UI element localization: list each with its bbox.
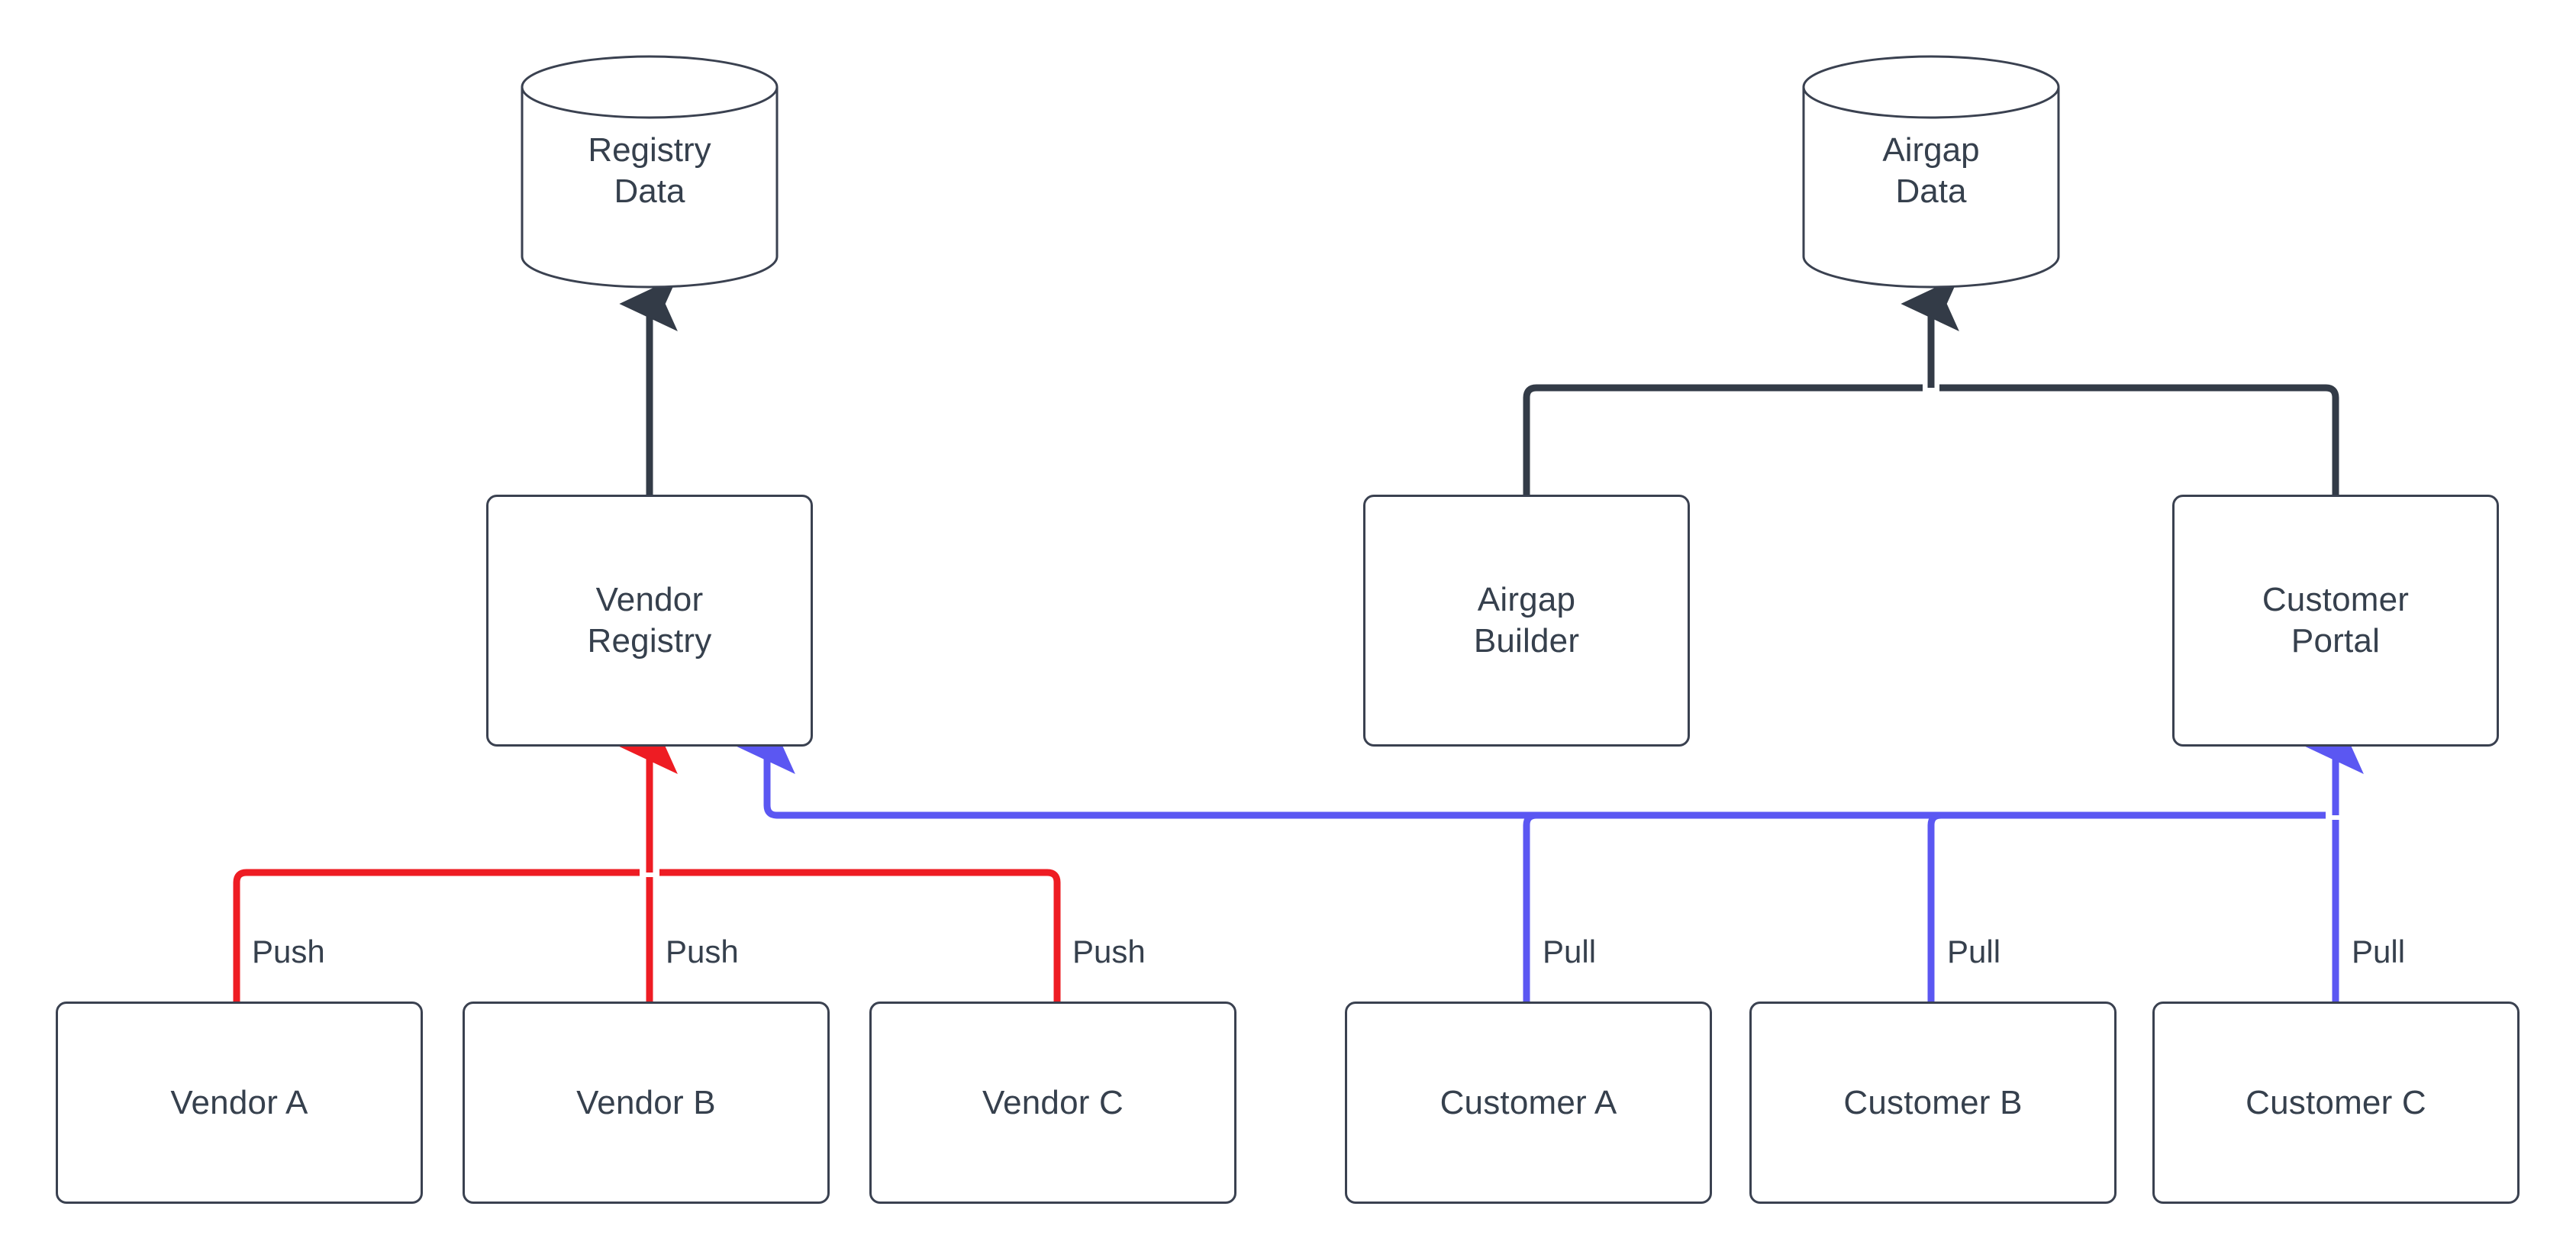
edge-label-pull-customer-b: Pull	[1947, 934, 2001, 969]
edge-customer-portal-to-bus	[1939, 384, 2339, 495]
node-customer-c[interactable]: Customer C	[2152, 1002, 2520, 1204]
edge-label-pull-customer-a: Pull	[1543, 934, 1597, 969]
node-vendor-registry[interactable]: Vendor Registry	[486, 495, 813, 747]
edge-label-pull-customer-c: Pull	[2352, 934, 2406, 969]
node-customer-a-label: Customer A	[1440, 1083, 1617, 1121]
edge-vendor-a-push	[233, 869, 640, 1002]
node-customer-c-label: Customer C	[2246, 1083, 2426, 1121]
node-customer-portal[interactable]: Customer Portal	[2172, 495, 2499, 747]
edge-customer-a-pull	[1523, 811, 2326, 1002]
node-vendor-c-label: Vendor C	[982, 1083, 1124, 1121]
edge-vendor-c-push	[659, 869, 1061, 1002]
datastore-registry-data[interactable]: Registry Data	[519, 53, 780, 290]
edge-label-push-vendor-a: Push	[252, 934, 325, 969]
node-customer-a[interactable]: Customer A	[1345, 1002, 1712, 1204]
cylinder-shape-icon	[521, 55, 779, 289]
node-customer-portal-label: Customer Portal	[2262, 581, 2410, 660]
node-airgap-builder[interactable]: Airgap Builder	[1363, 495, 1690, 747]
edge-airgap-builder-to-bus	[1523, 384, 1923, 495]
edge-customer-b-pull	[1927, 811, 2326, 1002]
edge-label-push-vendor-c: Push	[1072, 934, 1146, 969]
node-airgap-builder-label: Airgap Builder	[1473, 581, 1580, 660]
node-vendor-a-label: Vendor A	[170, 1083, 308, 1121]
edge-label-push-vendor-b: Push	[666, 934, 739, 969]
cylinder-shape-icon	[1802, 55, 2060, 289]
node-vendor-b-label: Vendor B	[576, 1083, 716, 1121]
node-vendor-b[interactable]: Vendor B	[463, 1002, 830, 1204]
node-customer-b-label: Customer B	[1843, 1083, 2023, 1121]
node-vendor-c[interactable]: Vendor C	[869, 1002, 1236, 1204]
datastore-airgap-data[interactable]: Airgap Data	[1801, 53, 2062, 290]
edge-pull-bus-to-vendor-registry	[737, 719, 2326, 819]
node-vendor-a[interactable]: Vendor A	[56, 1002, 423, 1204]
node-customer-b[interactable]: Customer B	[1749, 1002, 2117, 1204]
node-vendor-registry-label: Vendor Registry	[587, 581, 712, 660]
